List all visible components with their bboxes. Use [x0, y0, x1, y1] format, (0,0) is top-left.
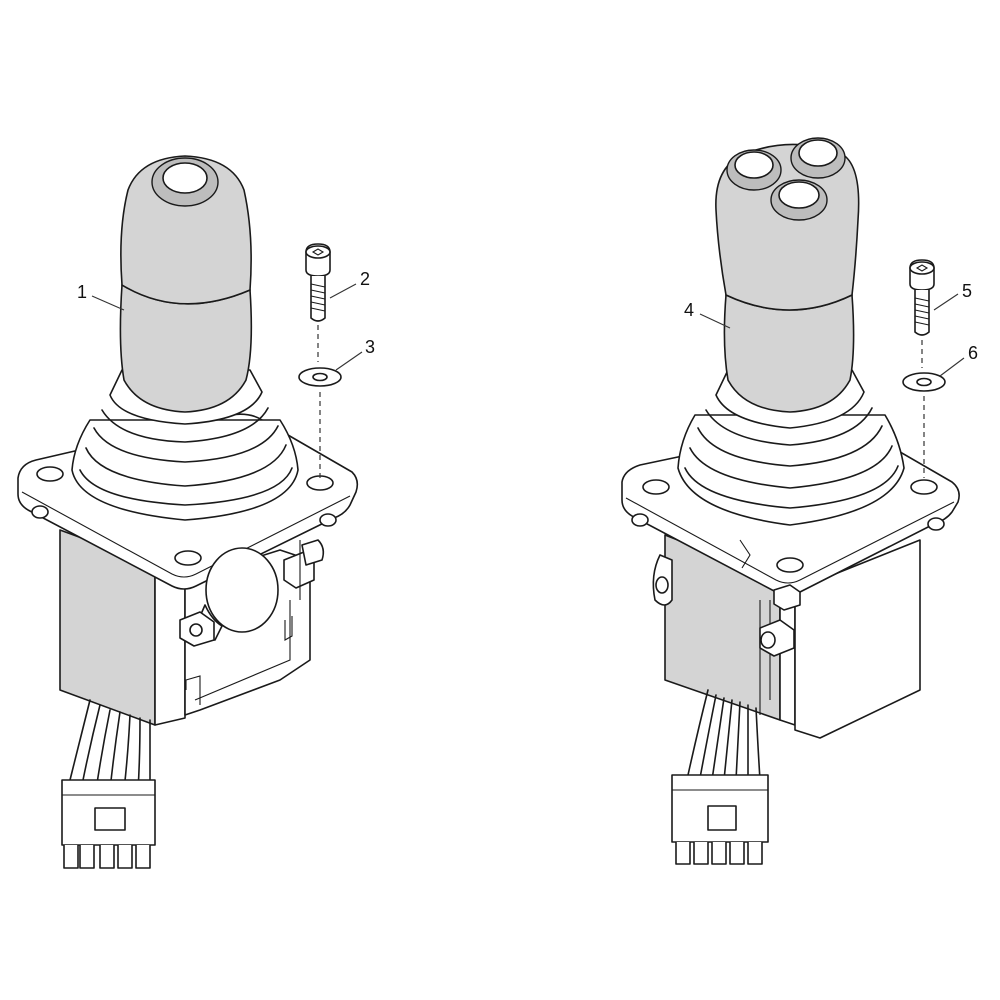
wire-harness [687, 689, 761, 781]
electrical-connector [61, 779, 156, 869]
callout-3: 3 [365, 337, 375, 357]
cap-screw-left [305, 243, 331, 322]
callout-6: 6 [968, 343, 978, 363]
side-bolt [759, 584, 801, 657]
joystick-housing [652, 534, 921, 739]
joystick-assembly-three-button [621, 137, 960, 865]
electrical-connector [671, 774, 769, 865]
washer-right [902, 372, 946, 392]
thumb-button-left [726, 149, 782, 191]
callout-5: 5 [962, 281, 972, 301]
joystick-grip [119, 155, 253, 413]
callout-1: 1 [77, 282, 87, 302]
cap-screw-right [909, 259, 935, 336]
assembly-line-left [317, 325, 321, 478]
callout-2: 2 [360, 269, 370, 289]
thumb-button-center [770, 179, 828, 221]
joystick-grip [715, 137, 860, 413]
callout-4: 4 [684, 300, 694, 320]
assembly-line-right [921, 340, 925, 478]
side-sensor-module [179, 539, 325, 647]
thumb-button-right [790, 137, 846, 179]
joystick-assembly-single-button [17, 155, 359, 869]
washer-left [298, 367, 342, 387]
